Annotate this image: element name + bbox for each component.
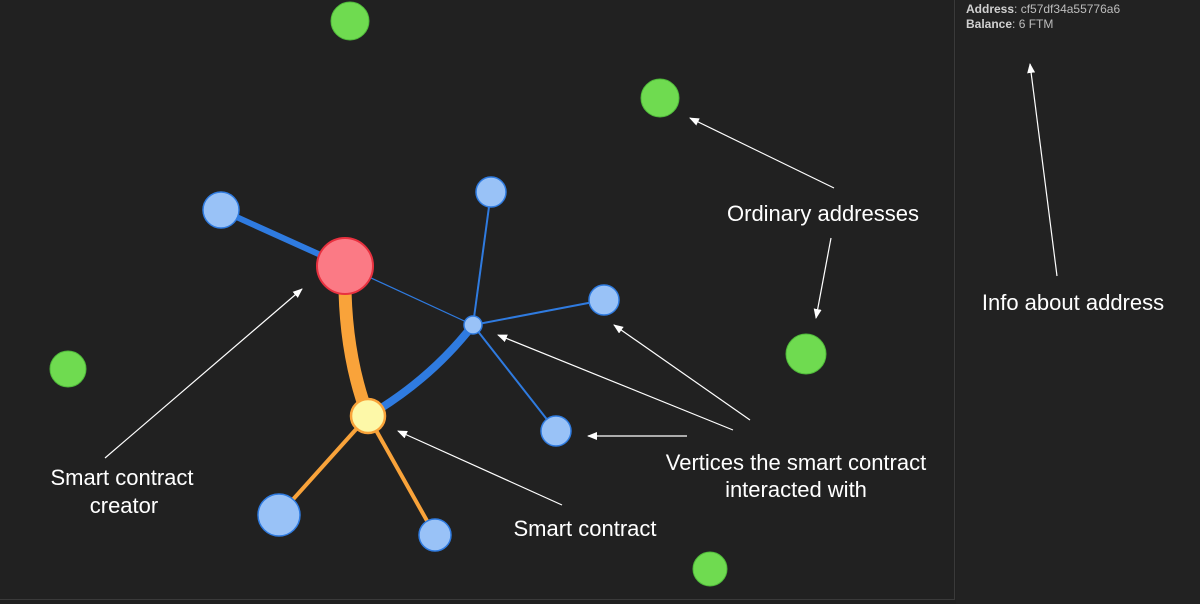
ordinary-address-node[interactable] [640,78,680,118]
interacted-vertex-node[interactable] [588,284,620,316]
label-info-about-address: Info about address [982,290,1164,315]
interacted-vertex-node[interactable] [257,493,301,537]
address-value: cf57df34a55776a6 [1020,2,1121,16]
graph-canvas[interactable]: Ordinary addresses Smart contract creato… [0,0,955,600]
annotation-arrows [104,117,835,506]
interacted-vertex-node[interactable] [418,518,452,552]
arrow-vertices-right [613,324,751,421]
edge-contract-to-bottom-vertex [366,415,437,536]
label-vertices-line2: interacted with [725,477,867,502]
edge-contract-to-hub [364,321,477,420]
edge-hub-to-lower-vertex [472,324,557,432]
address-info-row: Address: cf57df34a55776a6 [966,2,1121,16]
arrow-contract [397,430,563,506]
smart-contract-node[interactable] [349,397,387,435]
label-ordinary-addresses: Ordinary addresses [727,201,919,226]
arrow-ordinary-bottom [813,237,832,319]
label-smart-contract: Smart contract [513,516,656,541]
nodes [49,1,827,587]
arrow-creator [104,288,303,459]
edge-contract-to-bottom-left-vertex [277,414,370,517]
label-creator-line1: Smart contract [50,465,193,490]
address-label: Address [966,2,1015,16]
edge-hub-to-right-vertex [472,299,605,326]
arrow-ordinary-top [689,117,835,189]
ordinary-address-node[interactable] [49,350,87,388]
info-panel-svg: Info about address [982,63,1164,315]
ordinary-address-node[interactable] [785,333,827,375]
annotation-labels: Ordinary addresses Smart contract creato… [50,201,926,541]
interacted-vertex-node[interactable] [463,315,483,335]
balance-info-row: Balance: 6 FTM [966,17,1054,31]
interacted-vertex-node[interactable] [475,176,507,208]
balance-label: Balance [966,17,1013,31]
arrow-info [1027,63,1058,277]
label-creator-line2: creator [90,493,158,518]
address-info-panel: Address: cf57df34a55776a6 Balance: 6 FTM… [956,0,1200,604]
graph-svg: Ordinary addresses Smart contract creato… [49,1,926,587]
smart-contract-creator-node[interactable] [316,237,374,295]
edge-hub-to-top-vertex [472,191,492,326]
edges [218,191,605,536]
interacted-vertex-node[interactable] [540,415,572,447]
interacted-vertex-node[interactable] [202,191,240,229]
ordinary-address-node[interactable] [330,1,370,41]
arrow-vertices-hub [497,334,734,431]
label-vertices-line1: Vertices the smart contract [666,450,926,475]
ordinary-address-node[interactable] [692,551,728,587]
balance-value: 6 FTM [1018,17,1054,31]
